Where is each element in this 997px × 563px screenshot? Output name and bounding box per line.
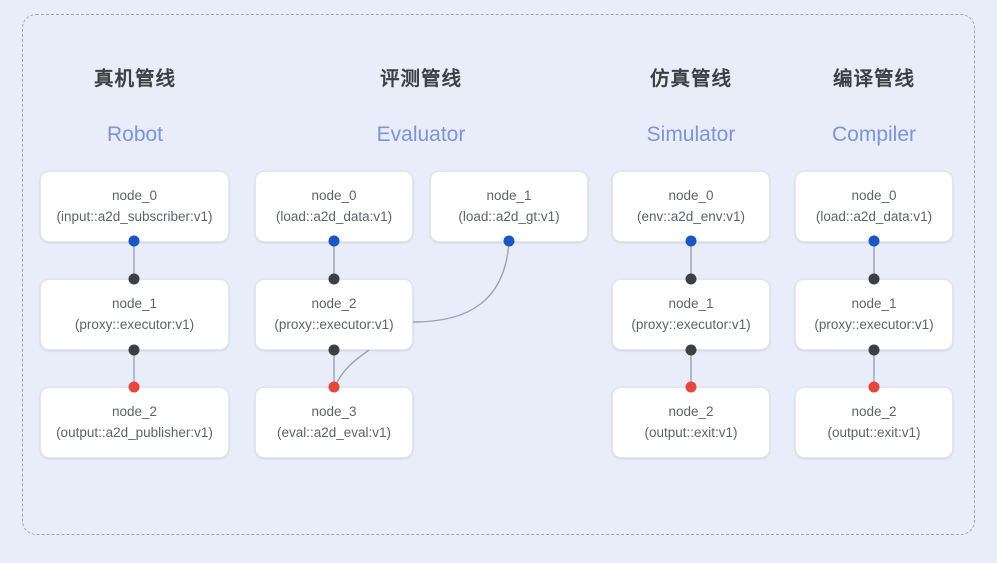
port-input-simulator-1[interactable] (685, 273, 697, 285)
node-type: (proxy::executor:v1) (274, 316, 394, 332)
column-title-en-compiler: Compiler (831, 123, 917, 146)
node-name: node_1 (668, 295, 714, 311)
port-output-evaluator-0[interactable] (328, 235, 340, 247)
node-name: node_0 (311, 187, 357, 203)
port-input-compiler-1[interactable] (868, 273, 880, 285)
node-evaluator-1[interactable]: node_1 (load::a2d_gt:v1) (430, 171, 588, 242)
node-type: (input::a2d_subscriber:v1) (56, 208, 213, 224)
node-evaluator-2[interactable]: node_2 (proxy::executor:v1) (255, 279, 413, 350)
pipeline-group-frame (22, 14, 975, 535)
node-type: (output::exit:v1) (644, 424, 738, 440)
node-evaluator-3[interactable]: node_3 (eval::a2d_eval:v1) (255, 387, 413, 458)
column-title-en-simulator: Simulator (646, 123, 736, 146)
column-title-cn-robot: 真机管线 (93, 68, 176, 90)
node-robot-0[interactable]: node_0 (input::a2d_subscriber:v1) (40, 171, 229, 242)
node-type: (output::exit:v1) (827, 424, 921, 440)
port-output-robot-1[interactable] (128, 344, 140, 356)
node-robot-2[interactable]: node_2 (output::a2d_publisher:v1) (40, 387, 229, 458)
column-title-en-robot: Robot (106, 123, 164, 146)
node-name: node_2 (311, 295, 357, 311)
node-type: (load::a2d_data:v1) (815, 208, 933, 224)
port-input-robot-2[interactable] (128, 381, 140, 393)
column-header-robot: 真机管线 Robot (25, 62, 245, 147)
port-output-compiler-0[interactable] (868, 235, 880, 247)
node-name: node_3 (311, 403, 357, 419)
node-simulator-1[interactable]: node_1 (proxy::executor:v1) (612, 279, 770, 350)
column-title-cn-evaluator: 评测管线 (379, 68, 462, 90)
node-name: node_2 (668, 403, 714, 419)
node-type: (env::a2d_env:v1) (636, 208, 746, 224)
node-robot-1[interactable]: node_1 (proxy::executor:v1) (40, 279, 229, 350)
port-input-robot-1[interactable] (128, 273, 140, 285)
port-output-simulator-0[interactable] (685, 235, 697, 247)
port-input-compiler-2[interactable] (868, 381, 880, 393)
node-name: node_1 (851, 295, 897, 311)
node-name: node_2 (111, 403, 158, 419)
port-output-evaluator-2[interactable] (328, 344, 340, 356)
node-compiler-2[interactable]: node_2 (output::exit:v1) (795, 387, 953, 458)
column-header-compiler: 编译管线 Compiler (764, 62, 984, 147)
node-compiler-1[interactable]: node_1 (proxy::executor:v1) (795, 279, 953, 350)
node-simulator-0[interactable]: node_0 (env::a2d_env:v1) (612, 171, 770, 242)
column-title-cn-compiler: 编译管线 (832, 68, 915, 90)
port-input-evaluator-2[interactable] (328, 273, 340, 285)
port-output-compiler-1[interactable] (868, 344, 880, 356)
node-name: node_0 (851, 187, 897, 203)
column-header-simulator: 仿真管线 Simulator (581, 62, 801, 147)
node-type: (proxy::executor:v1) (74, 316, 195, 332)
node-name: node_0 (111, 187, 158, 203)
node-type: (proxy::executor:v1) (814, 316, 934, 332)
port-output-evaluator-1[interactable] (503, 235, 515, 247)
port-input-evaluator-3[interactable] (328, 381, 340, 393)
node-name: node_2 (851, 403, 897, 419)
node-name: node_1 (111, 295, 158, 311)
node-evaluator-0[interactable]: node_0 (load::a2d_data:v1) (255, 171, 413, 242)
node-type: (output::a2d_publisher:v1) (56, 424, 213, 440)
node-type: (load::a2d_data:v1) (275, 208, 393, 224)
column-title-cn-simulator: 仿真管线 (649, 68, 732, 90)
node-name: node_0 (668, 187, 714, 203)
column-header-evaluator: 评测管线 Evaluator (311, 62, 531, 147)
port-output-robot-0[interactable] (128, 235, 140, 247)
node-name: node_1 (486, 187, 532, 203)
node-type: (load::a2d_gt:v1) (458, 208, 560, 224)
node-type: (proxy::executor:v1) (631, 316, 751, 332)
node-compiler-0[interactable]: node_0 (load::a2d_data:v1) (795, 171, 953, 242)
port-output-simulator-1[interactable] (685, 344, 697, 356)
node-simulator-2[interactable]: node_2 (output::exit:v1) (612, 387, 770, 458)
node-type: (eval::a2d_eval:v1) (276, 424, 392, 440)
column-title-en-evaluator: Evaluator (376, 123, 466, 146)
port-input-simulator-2[interactable] (685, 381, 697, 393)
